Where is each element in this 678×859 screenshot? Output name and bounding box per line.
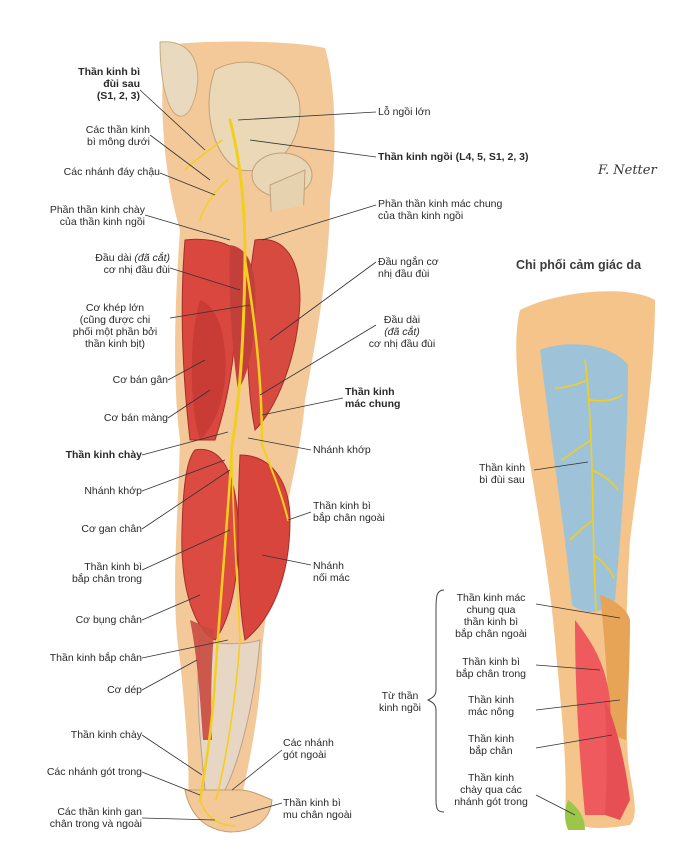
label-inferior-cluneal: Các thần kinh bì mông dưới: [85, 124, 150, 148]
label-posterior-femoral-cutaneous: Thần kinh bì đùi sau (S1, 2, 3): [78, 66, 140, 102]
label-plantaris: Cơ gan chân: [81, 523, 142, 535]
label-adductor-magnus: Cơ khép lớn (cũng được chi phối một phần…: [72, 302, 158, 350]
label-sural-nerve: Thần kinh bắp chân: [49, 652, 142, 664]
inset-label-fibular-via-lateral-sural: Thần kinh mác chung qua thần kinh bì bắp…: [455, 592, 527, 640]
label-long-head-right: Đầu dài (đã cắt) cơ nhị đầu đùi: [368, 314, 436, 350]
inset-zone-sural: [605, 700, 630, 820]
label-common-fibular-division: Phần thần kinh mác chung của thần kinh n…: [378, 198, 503, 222]
soleus-muscle: [190, 620, 214, 740]
inset-label-from-sciatic: Từ thần kinh ngồi: [378, 690, 422, 714]
label-lateral-sural-cutaneous: Thần kinh bì bắp chân ngoài: [313, 500, 385, 524]
inset-label-tibial-calcaneal: Thần kinh chày qua các nhánh gót trong: [454, 772, 528, 808]
inset-label-superficial-fibular: Thần kinh mác nông: [467, 694, 515, 718]
label-sural-communicating: Nhánh nối mác: [313, 560, 350, 584]
label-greater-sciatic-foramen: Lỗ ngồi lớn: [378, 106, 431, 118]
label-common-fibular-nerve: Thần kinh mác chung: [345, 386, 401, 410]
label-perineal-branches: Các nhánh đáy chậu: [63, 166, 160, 178]
label-long-head-left: Đầu dài (đã cắt) cơ nhị đầu đùi: [95, 252, 170, 276]
label-short-head: Đầu ngắn cơ nhị đầu đùi: [378, 256, 439, 280]
soleus-region: [197, 639, 261, 791]
label-medial-calcaneal: Các nhánh gót trong: [46, 766, 142, 778]
inset-title: Chi phối cảm giác da: [516, 258, 642, 272]
semimembranosus-muscle: [191, 300, 226, 440]
sacrum: [159, 41, 199, 117]
label-soleus: Cơ dép: [107, 684, 142, 696]
label-articular-branch-left: Nhánh khớp: [84, 485, 142, 497]
gastrocnemius-lateral: [237, 454, 291, 641]
label-articular-branch-right: Nhánh khớp: [313, 444, 371, 456]
label-semimembranosus: Cơ bán màng: [103, 412, 168, 424]
nerve-tree: [184, 118, 289, 827]
inset-label-sural: Thần kinh bắp chân: [467, 733, 515, 757]
label-tibial-division: Phần thần kinh chày của thần kinh ngồi: [49, 204, 145, 228]
inset-nerve: [554, 359, 623, 611]
artist-signature: F. Netter: [598, 163, 657, 178]
inset-label-medial-sural: Thần kinh bì bắp chân trong: [455, 656, 527, 680]
inset-bracket: [426, 589, 445, 813]
label-lateral-dorsal-cutaneous: Thần kinh bì mu chân ngoài: [283, 797, 352, 821]
label-lateral-calcaneal: Các nhánh gót ngoài: [283, 737, 334, 761]
label-plantar-nerves: Các thần kinh gan chân trong và ngoài: [49, 806, 142, 830]
label-gastrocnemius: Cơ bụng chân: [75, 614, 142, 626]
label-tibial-nerve-low: Thần kinh chày: [70, 729, 142, 741]
inset-zone-fibular: [600, 595, 630, 740]
label-semitendinosus: Cơ bán gân: [112, 374, 168, 386]
inset-zone-posterior-femoral: [540, 344, 628, 612]
label-tibial-nerve: Thần kinh chày: [65, 449, 142, 461]
label-medial-sural-cutaneous: Thần kinh bì bắp chân trong: [71, 561, 142, 585]
label-sciatic-nerve: Thần kinh ngồi (L4, 5, S1, 2, 3): [378, 151, 529, 163]
inset-label-posterior-femoral: Thần kinh bì đùi sau: [478, 462, 526, 486]
leader-lines: [139, 89, 621, 821]
